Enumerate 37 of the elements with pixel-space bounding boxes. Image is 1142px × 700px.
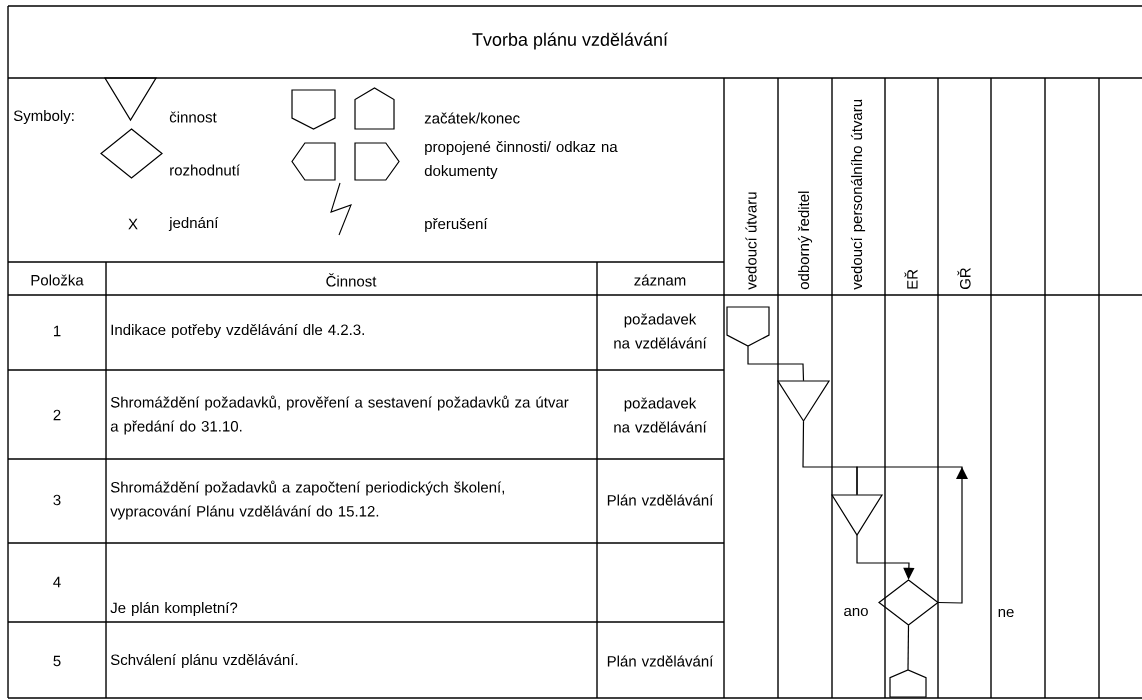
role-header: odborný ředitel [797, 191, 813, 290]
activity-text: Indikace potřeby vzdělávání dle 4.2.3. [111, 323, 364, 339]
terminal-symbol [889, 669, 927, 698]
edge-label: ano [842, 606, 870, 618]
activity-text: Shromáždění požadavků, prověření a sestavení požadavků za útvar a předání do 31.10. [110, 395, 569, 435]
row-number: 3 [53, 494, 61, 506]
legend-label: propojené činnosti/ odkaz na dokumenty [424, 140, 618, 180]
activity-text: Schválení plánu vzdělávání. [110, 653, 298, 669]
terminal-symbol [726, 306, 770, 347]
record-text: požadavek na vzdělávání [614, 397, 707, 433]
activity-text: Shromáždění požadavků a započtení periodických školení, vypracování Plánu vzdělávání do 15.12. [110, 480, 504, 520]
role-header: vedoucí útvaru [745, 192, 757, 290]
record-text: Plán vzdělávání [607, 655, 714, 667]
column-header: Položka [31, 274, 84, 286]
symbols-heading: Symboly: [13, 110, 74, 124]
column-header: Činnost [326, 273, 377, 287]
cross-mark: X [128, 218, 138, 230]
decision-diamond [878, 579, 939, 626]
record-text: požadavek na vzdělávání [614, 313, 707, 349]
row-number: 4 [53, 576, 61, 588]
legend-label: jednání [168, 216, 219, 232]
arrow [856, 466, 968, 604]
record-text: Plán vzdělávání [607, 494, 714, 506]
column-header: záznam [634, 274, 686, 286]
row-number: 2 [53, 409, 61, 421]
role-header: EŘ [904, 269, 918, 289]
title: Tvorba plánu vzdělávání [472, 32, 668, 50]
activity-text: Je plán kompletní? [110, 601, 238, 617]
row-number: 5 [53, 655, 61, 667]
row-number: 1 [54, 325, 61, 337]
role-header: vedoucí personálního útvaru [850, 99, 866, 290]
legend-label: rozhodnutí [170, 164, 240, 176]
role-header: GŘ [957, 268, 971, 290]
legend-label: začátek/konec [424, 112, 520, 124]
legend-label: činnost [169, 111, 217, 123]
legend-label: přerušení [425, 217, 488, 233]
edge-label: ne [996, 607, 1016, 619]
